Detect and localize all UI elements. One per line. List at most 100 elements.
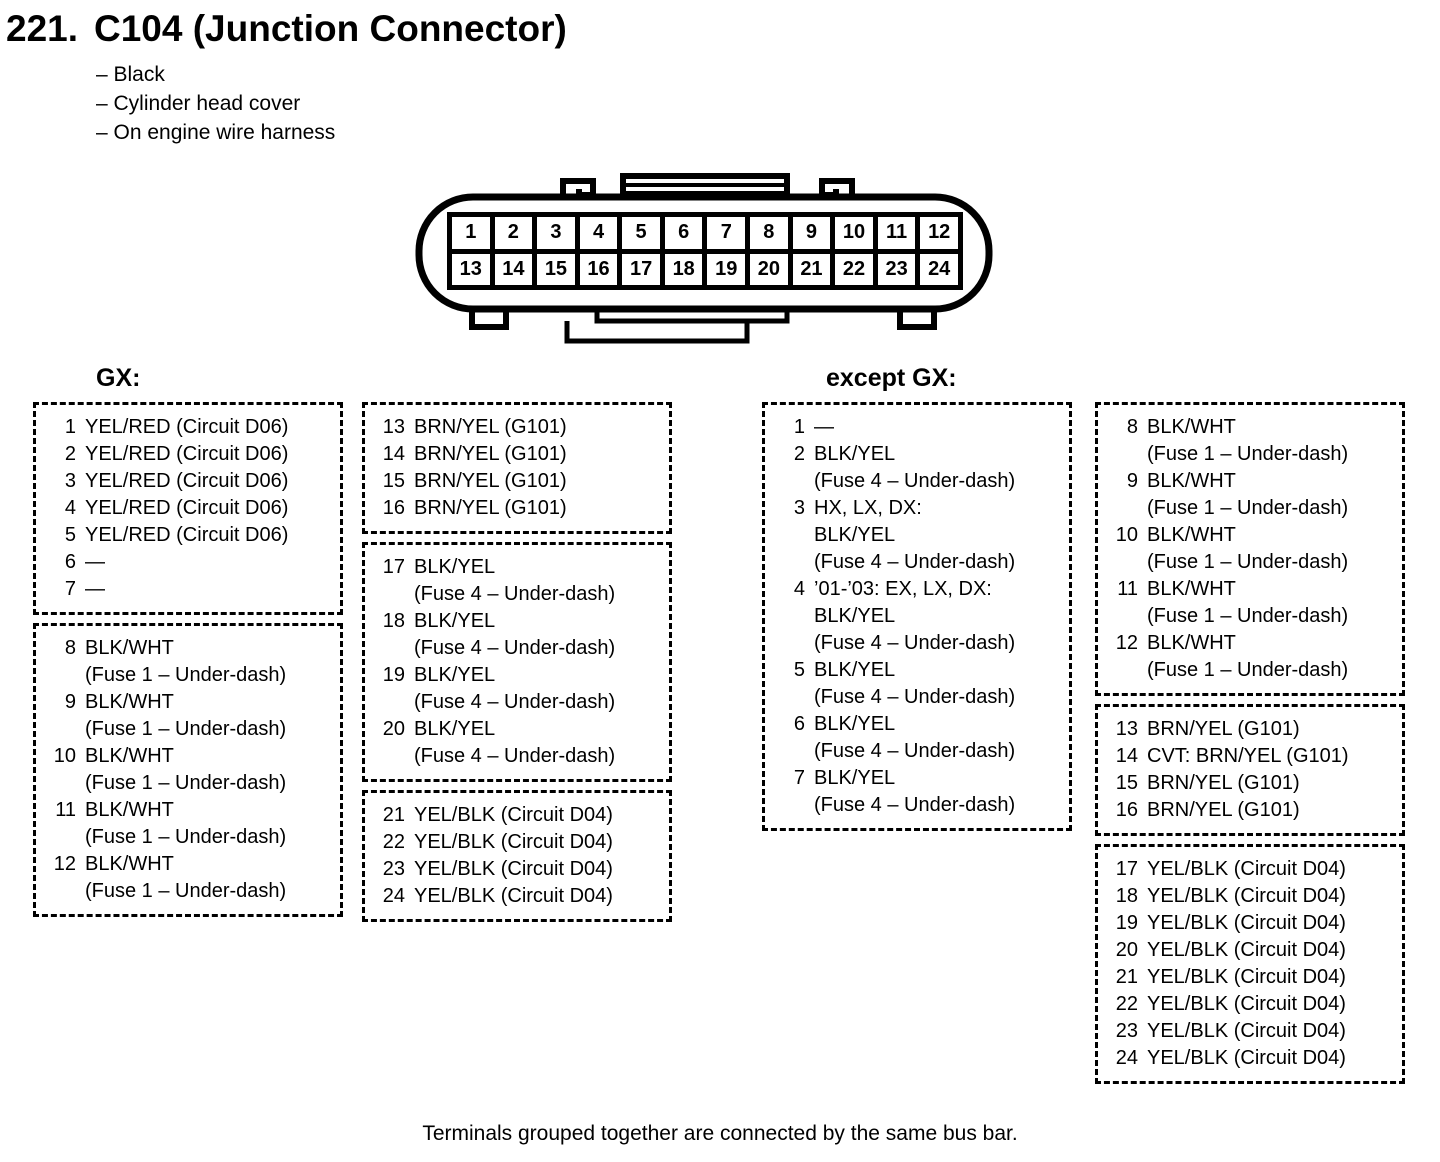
- terminal-wire: YEL/BLK (Circuit D04): [414, 858, 613, 880]
- terminal-wire: BRN/YEL (G101): [414, 497, 567, 519]
- terminal-detail: (Fuse 4 – Under-dash): [814, 740, 1016, 762]
- note-line: – Cylinder head cover: [96, 92, 301, 115]
- terminal-number: 16: [382, 497, 405, 519]
- terminal-number: 20: [382, 718, 405, 740]
- terminal-entry: 24 YEL/BLK (Circuit D04): [1108, 1045, 1396, 1072]
- pin-4: 4: [579, 217, 618, 249]
- terminal-number: 15: [1115, 772, 1138, 794]
- terminal-detail: (Fuse 1 – Under-dash): [85, 718, 287, 740]
- note-line: – Black: [96, 63, 165, 86]
- terminal-number: 7: [793, 767, 805, 789]
- terminal-number: 6: [793, 713, 805, 735]
- terminal-wire: YEL/BLK (Circuit D04): [1147, 1047, 1346, 1069]
- terminal-number: 4: [793, 578, 805, 600]
- pin-22: 22: [835, 253, 873, 285]
- terminal-number: 22: [1115, 993, 1138, 1015]
- terminal-number: 4: [64, 497, 76, 519]
- terminal-number: 8: [64, 637, 76, 659]
- terminal-number: 3: [64, 470, 76, 492]
- terminal-wire: —: [85, 551, 105, 573]
- terminal-detail: (Fuse 4 – Under-dash): [414, 637, 616, 659]
- terminal-number: 5: [793, 659, 805, 681]
- terminal-wire: —: [85, 578, 105, 600]
- terminal-wire: YEL/BLK (Circuit D04): [1147, 885, 1346, 907]
- connector-bottom-latch-upper: [594, 309, 790, 324]
- terminal-number: 14: [382, 443, 405, 465]
- terminal-wire: BRN/YEL (G101): [1147, 799, 1300, 821]
- pin-13: 13: [452, 253, 490, 285]
- terminal-number: 10: [53, 745, 76, 767]
- note-line: – On engine wire harness: [96, 121, 336, 144]
- section-label-gx: GX:: [96, 364, 141, 392]
- terminal-number: 24: [1115, 1047, 1138, 1069]
- terminal-entry: 9 BLK/WHT: [46, 689, 334, 716]
- pin-10: 10: [835, 217, 873, 249]
- terminal-detail: (Fuse 1 – Under-dash): [85, 826, 287, 848]
- terminal-wire: BLK/WHT: [1147, 632, 1236, 654]
- terminal-number: 17: [1115, 858, 1138, 880]
- terminal-number: 2: [64, 443, 76, 465]
- terminal-wire: BLK/YEL: [414, 718, 496, 740]
- terminal-detail: (Fuse 1 – Under-dash): [85, 664, 287, 686]
- terminal-entry: 16 BRN/YEL (G101): [375, 495, 663, 522]
- terminal-entry: 20 BLK/YEL: [375, 716, 663, 743]
- terminal-detail: (Fuse 1 – Under-dash): [1147, 497, 1349, 519]
- terminal-wire: YEL/BLK (Circuit D04): [414, 831, 613, 853]
- pin-6: 6: [664, 217, 703, 249]
- terminal-entry: 7—: [46, 576, 334, 603]
- terminal-wire: BLK/YEL: [414, 610, 496, 632]
- terminal-wire: YEL/RED (Circuit D06): [85, 416, 289, 438]
- connector-bottom-tab-left: [469, 307, 509, 330]
- terminal-number: 6: [64, 551, 76, 573]
- terminal-wire: BLK/WHT: [85, 853, 174, 875]
- pin-14: 14: [494, 253, 533, 285]
- terminal-wire: BLK/WHT: [1147, 578, 1236, 600]
- terminal-wire: BRN/YEL (G101): [414, 443, 567, 465]
- terminal-wire: BLK/WHT: [85, 691, 174, 713]
- pin-15: 15: [537, 253, 575, 285]
- terminal-detail: (Fuse 1 – Under-dash): [85, 880, 287, 902]
- terminal-wire: YEL/BLK (Circuit D04): [1147, 939, 1346, 961]
- terminal-number: 15: [382, 470, 405, 492]
- terminal-wire: ’01-’03: EX, LX, DX:: [814, 578, 992, 600]
- pin-19: 19: [707, 253, 746, 285]
- connector-notes: – Black – Cylinder head cover – On engin…: [96, 60, 335, 147]
- terminal-detail: (Fuse 4 – Under-dash): [414, 583, 616, 605]
- pin-23: 23: [877, 253, 916, 285]
- terminal-number: 24: [382, 885, 405, 907]
- terminal-detail: (Fuse 4 – Under-dash): [814, 686, 1016, 708]
- terminal-detail: (Fuse 4 – Under-dash): [814, 632, 1016, 654]
- terminal-wire: BLK/YEL: [414, 556, 496, 578]
- terminal-detail: (Fuse 4 – Under-dash): [414, 745, 616, 767]
- terminal-number: 8: [1126, 416, 1138, 438]
- pin-11: 11: [877, 217, 916, 249]
- terminal-number: 9: [64, 691, 76, 713]
